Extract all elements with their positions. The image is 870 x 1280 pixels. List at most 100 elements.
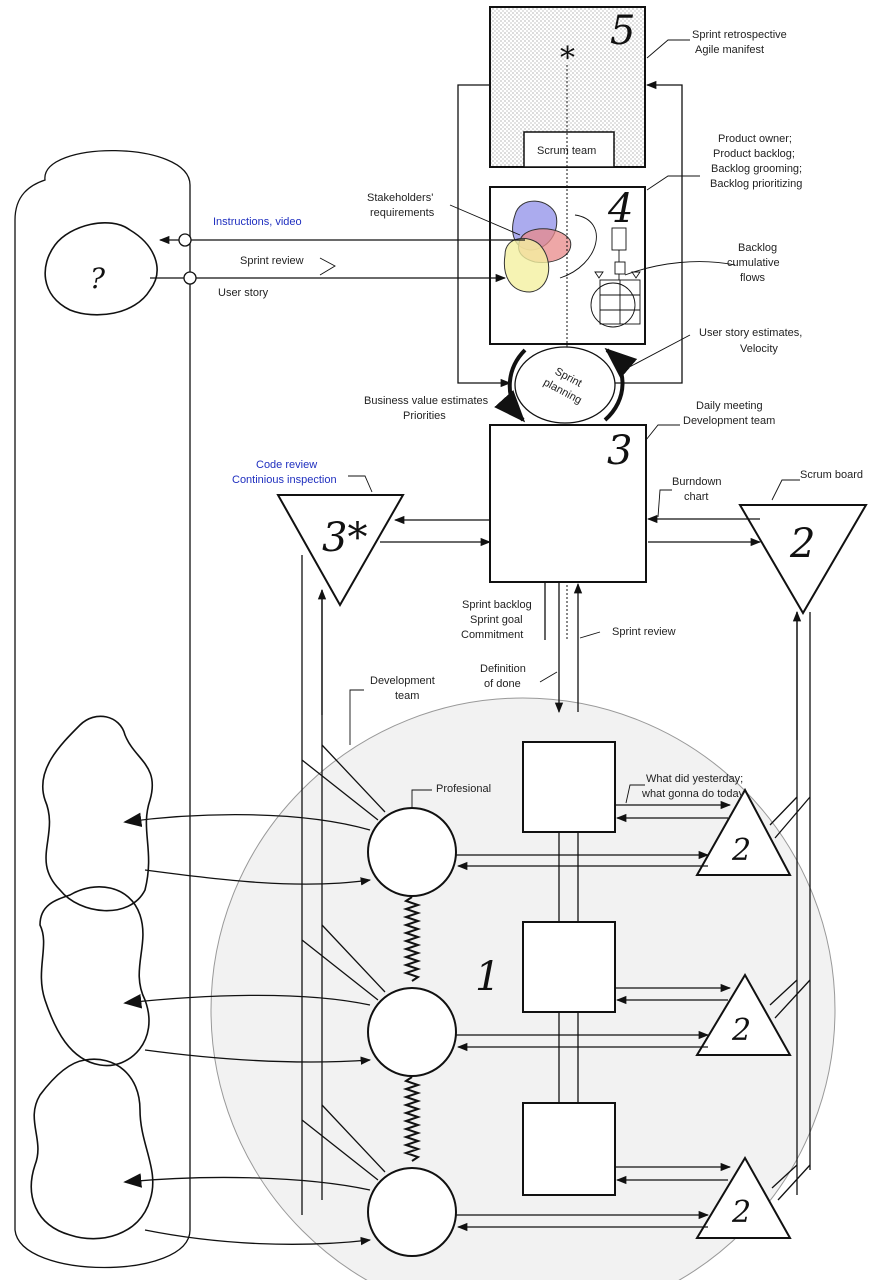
daily-leader <box>645 424 680 441</box>
profesional-label: Profesional <box>436 783 491 795</box>
backlog-flow-mini <box>590 227 641 328</box>
triangle-2-scrum-board <box>738 504 868 615</box>
po-label-2: Product backlog; <box>713 148 795 160</box>
yesterday-label-1: What did yesterday; <box>646 773 743 785</box>
sprint-review-mid-label: Sprint review <box>612 626 676 638</box>
sb-label-3: Commitment <box>461 629 523 641</box>
instructions-node <box>178 233 192 247</box>
customer-blob-3 <box>39 886 150 1067</box>
burndown-label-2: chart <box>684 491 708 503</box>
node-4-number: 4 <box>607 186 633 232</box>
code-review-leader <box>348 475 373 493</box>
devteam-label-2: team <box>395 690 419 702</box>
bv-label-2: Priorities <box>403 410 446 422</box>
sprint-planning-ellipse <box>514 346 616 424</box>
prof1-to-customer <box>123 812 371 831</box>
po-label-1: Product owner; <box>718 133 792 145</box>
prof3-to-customer <box>123 1173 371 1191</box>
node-2a-number: 2 <box>731 833 751 868</box>
scrum-board-label: Scrum board <box>800 469 863 481</box>
burndown-leader <box>657 489 672 518</box>
po-leader <box>646 175 700 191</box>
board-to-tri2c <box>771 1164 811 1201</box>
po-label-4: Backlog prioritizing <box>710 178 802 190</box>
flows-label-2: cumulative <box>727 257 780 269</box>
stakeholders-leader <box>449 204 521 236</box>
tri3star-to-prof2 <box>301 924 386 1001</box>
customer-to-prof3 <box>144 1229 372 1246</box>
customer-to-prof2 <box>144 1049 372 1065</box>
tri3star-to-prof1 <box>301 744 386 821</box>
devteam-leader <box>349 689 364 745</box>
node-2b-number: 2 <box>731 1013 751 1048</box>
daily-label-2: Development team <box>683 415 775 427</box>
daily-label-1: Daily meeting <box>696 400 763 412</box>
customer-blob <box>44 222 158 316</box>
flows-leader <box>624 261 736 276</box>
loop-left-line <box>457 84 512 388</box>
node-2c-number: 2 <box>731 1195 751 1230</box>
yesterday-leader <box>625 784 645 804</box>
stakeholders-label-2: requirements <box>370 207 435 219</box>
task-box-2 <box>522 921 616 1013</box>
question-mark: ? <box>90 262 106 295</box>
estimates-leader <box>619 334 691 373</box>
yesterday-label-2: what gonna do today <box>641 788 745 800</box>
loop-right-line <box>610 80 683 384</box>
dod-leader <box>539 671 558 683</box>
venn-link-leader <box>559 214 597 279</box>
customer-to-prof1 <box>144 869 372 886</box>
triangle-2-c <box>695 1156 792 1239</box>
node-5-number: 5 <box>610 8 635 54</box>
task-box-links <box>558 832 579 1103</box>
user-story-node <box>183 271 197 285</box>
estimates-label-1: User story estimates, <box>699 327 802 339</box>
planning-arrow-left <box>494 348 527 423</box>
profesional-leader <box>411 789 432 808</box>
sprint-review-mid-leader <box>579 631 601 639</box>
tri3star-to-prof3 <box>301 1104 386 1181</box>
bv-label-1: Business value estimates <box>364 395 489 407</box>
devteam-label-1: Development <box>370 675 435 687</box>
dod-label-1: Definition <box>480 663 526 675</box>
dod-label-2: of done <box>484 678 521 690</box>
burndown-label-1: Burndown <box>672 476 722 488</box>
code-review-label-1: Code review <box>256 459 317 471</box>
planning-arrow-right <box>603 347 638 422</box>
task-box-1 <box>522 741 616 833</box>
instructions-label: Instructions, video <box>213 216 302 228</box>
professional-1 <box>367 807 457 897</box>
customer-blob-2 <box>42 715 153 912</box>
triangle-2-b <box>695 973 792 1056</box>
task-box-3 <box>522 1102 616 1196</box>
board-to-tri2b <box>769 979 811 1019</box>
user-story-label: User story <box>218 287 269 299</box>
scrum-board-leader <box>771 479 800 501</box>
node-1-number: 1 <box>475 954 500 1000</box>
retro-label-2: Agile manifest <box>695 44 764 56</box>
sprint-review-top-brace <box>319 257 336 276</box>
star-symbol: * <box>560 41 575 76</box>
professional-2 <box>367 987 457 1077</box>
prof2-to-customer <box>123 994 371 1009</box>
flows-label-3: flows <box>740 272 766 284</box>
triangle-2-a <box>695 787 792 876</box>
venn-yellow <box>503 237 550 293</box>
board-to-tri2a <box>769 796 811 839</box>
sb-label-1: Sprint backlog <box>462 599 532 611</box>
sprint-review-top-label: Sprint review <box>240 255 304 267</box>
professional-3 <box>367 1167 457 1257</box>
sb-label-2: Sprint goal <box>470 614 523 626</box>
triangle-3-star <box>276 494 405 608</box>
customer-blob-4 <box>30 1058 154 1240</box>
flows-label-1: Backlog <box>738 242 777 254</box>
retro-leader <box>646 39 690 59</box>
box-3-daily-meeting <box>489 424 647 583</box>
stakeholders-label-1: Stakeholders' <box>367 192 433 204</box>
node-3star-number: 3* <box>322 515 367 561</box>
estimates-label-2: Velocity <box>740 343 778 355</box>
spring-2-3 <box>402 1076 422 1162</box>
spring-1-2 <box>402 896 422 982</box>
